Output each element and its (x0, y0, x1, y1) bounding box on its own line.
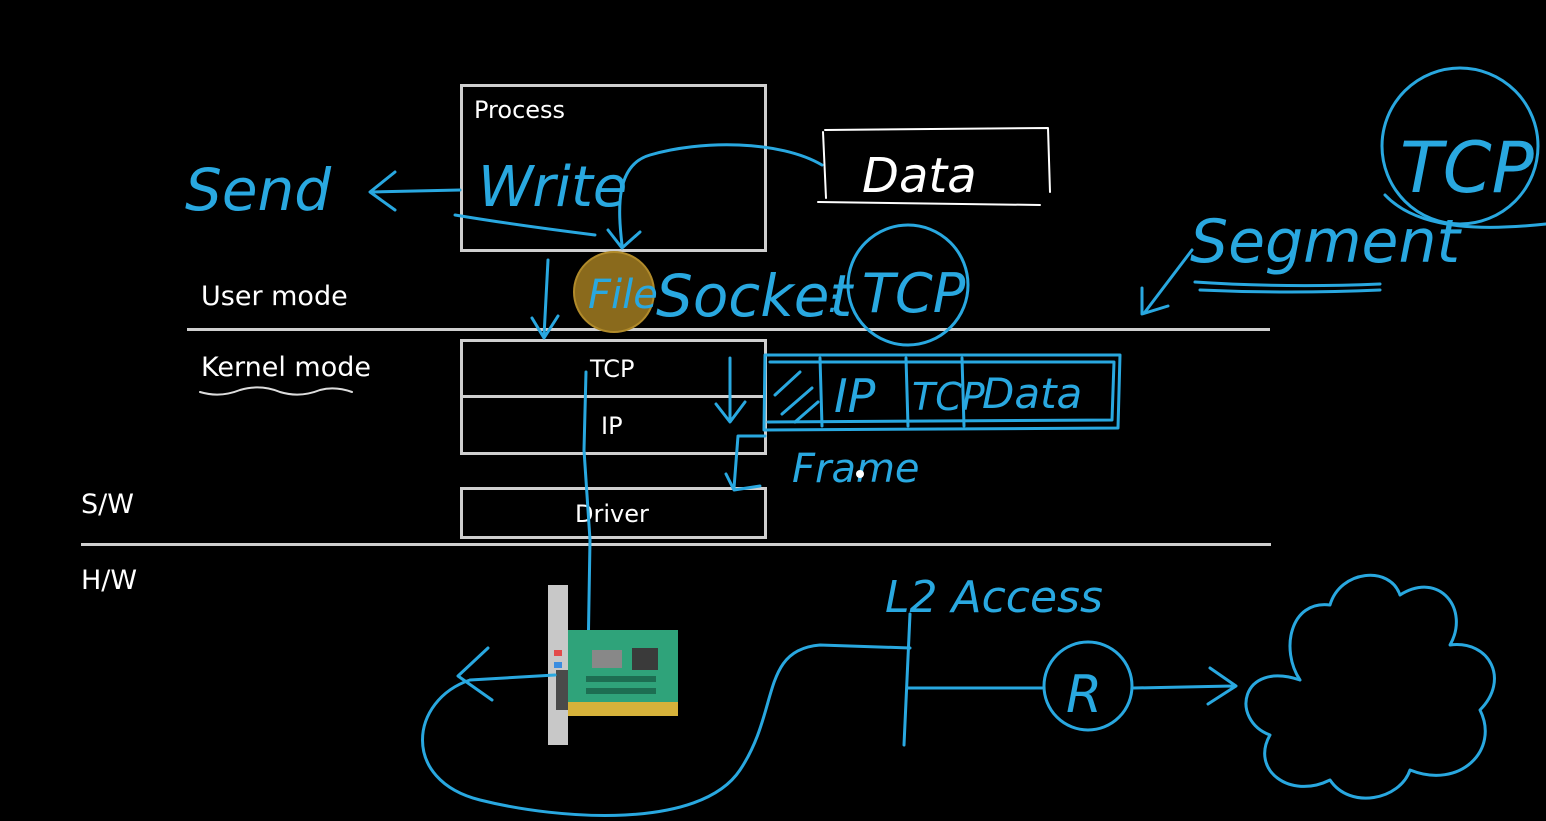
tcp-circle-large (1380, 66, 1540, 226)
segment-handwriting: Segment (1190, 207, 1462, 277)
packet-divider-2 (904, 356, 910, 428)
tcp-circle-tail (1383, 193, 1546, 229)
packet-ip-handwriting: IP (834, 369, 876, 423)
cursor-dot (856, 470, 864, 478)
data-box-stroke (817, 127, 1051, 206)
l2-access-handwriting: L2 Access (885, 572, 1103, 623)
network-card-icon (548, 585, 678, 745)
kernel-mode-underline (199, 386, 353, 396)
kernel-mode-label: Kernel mode (201, 352, 371, 383)
packet-divider-3 (960, 356, 966, 428)
tcp-big-circle-handwriting: TCP (1400, 127, 1535, 209)
software-hardware-divider (81, 543, 1271, 546)
user-mode-label: User mode (201, 281, 348, 312)
hardware-label: H/W (81, 565, 138, 596)
user-kernel-divider (187, 328, 1270, 331)
router-to-cloud-arrow (1132, 666, 1238, 706)
data-to-socket-arrow (606, 143, 824, 250)
segment-arrow (1140, 248, 1194, 316)
socket-separator: : (828, 281, 839, 321)
tcp-to-ip-arrow (714, 356, 747, 424)
packet-data-handwriting: Data (982, 369, 1082, 418)
tcp-label: TCP (590, 355, 635, 383)
packet-divider-1 (818, 356, 824, 428)
send-arrow (368, 170, 462, 212)
ip-to-driver-arrow (724, 434, 767, 492)
cloud-icon (1244, 573, 1496, 800)
software-label: S/W (81, 489, 134, 520)
socket-handwriting: Socket (656, 262, 854, 330)
router-icon (1042, 640, 1134, 732)
write-handwriting: Write (478, 155, 627, 220)
segment-underline (1193, 280, 1382, 294)
process-down-arrow (530, 258, 560, 340)
driver-box (460, 487, 767, 539)
packet-tcp-handwriting: TCP (912, 375, 985, 419)
data-handwriting: Data (862, 148, 977, 204)
file-handwriting: File (588, 272, 658, 318)
stack-to-nic-wire (582, 370, 592, 662)
process-label: Process (474, 96, 566, 124)
packet-hatch (773, 370, 820, 424)
send-handwriting: Send (185, 156, 332, 224)
switch-line (902, 612, 1044, 747)
nic-cable-loop (421, 643, 912, 817)
file-highlight-circle (573, 251, 655, 333)
router-handwriting: R (1066, 665, 1102, 725)
tcp-circle-small (846, 223, 970, 347)
ip-label: IP (601, 412, 623, 440)
packet-frame (762, 353, 1122, 432)
process-box (460, 84, 767, 252)
tcp-circle-handwriting: TCP (862, 262, 966, 325)
frame-handwriting: Frame (792, 446, 920, 492)
write-underline (453, 213, 597, 237)
